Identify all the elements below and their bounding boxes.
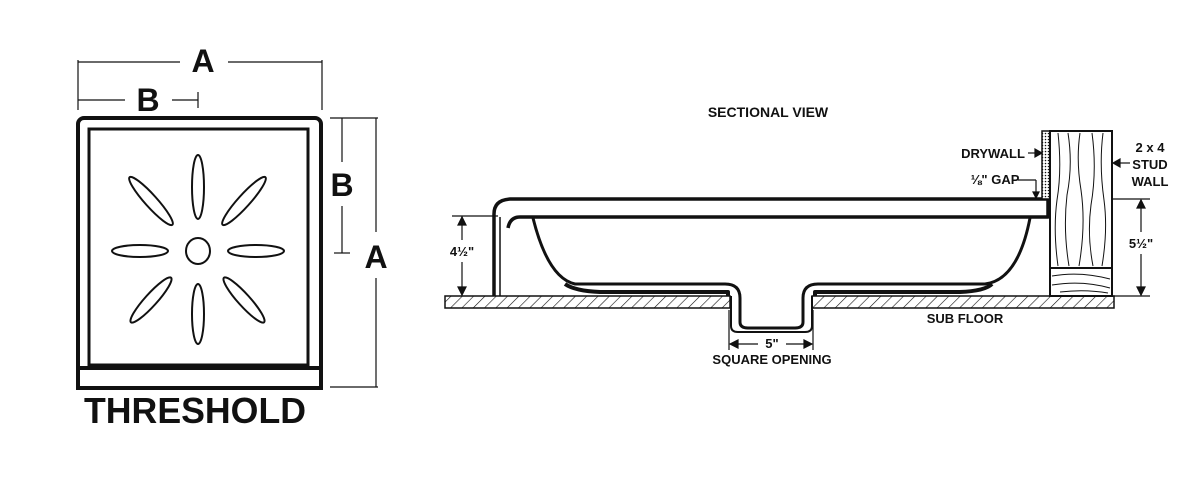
sub-floor-right bbox=[811, 295, 1115, 309]
drywall-label: DRYWALL bbox=[961, 146, 1025, 161]
square-opening-label: SQUARE OPENING bbox=[712, 352, 831, 367]
groove-n bbox=[191, 154, 205, 220]
section-title: SECTIONAL VIEW bbox=[708, 104, 829, 120]
opening-width-label: 5" bbox=[765, 336, 778, 351]
gap-label: ⅛" GAP bbox=[971, 172, 1020, 187]
threshold-label: THRESHOLD bbox=[84, 390, 306, 431]
dimension-height-right bbox=[1112, 198, 1150, 297]
sub-floor-left bbox=[444, 295, 731, 309]
groove-e bbox=[227, 244, 285, 258]
pan-inner bbox=[87, 127, 310, 367]
dim-label-a-right: A bbox=[364, 239, 387, 275]
sub-floor-label: SUB FLOOR bbox=[927, 311, 1004, 326]
threshold-band bbox=[76, 366, 323, 390]
drain-icon bbox=[185, 237, 211, 265]
height-right-label: 5½" bbox=[1129, 236, 1153, 251]
groove-nw bbox=[128, 175, 174, 227]
drywall-layer bbox=[1041, 130, 1051, 200]
groove-se bbox=[222, 276, 266, 324]
groove-sw bbox=[129, 276, 173, 324]
groove-ne bbox=[221, 175, 267, 227]
dimension-opening bbox=[728, 310, 814, 350]
groove-w bbox=[111, 244, 169, 258]
stud-wall bbox=[1049, 130, 1113, 297]
height-left-label: 4½" bbox=[450, 244, 474, 259]
dimension-height-left bbox=[452, 215, 498, 297]
dimension-a-right bbox=[330, 118, 378, 388]
dimension-b-right bbox=[330, 117, 378, 254]
dimension-a-top bbox=[77, 60, 323, 110]
dimension-b-top bbox=[78, 92, 199, 108]
dim-label-b-right: B bbox=[330, 167, 353, 203]
stud-wall-label-3: WALL bbox=[1132, 174, 1169, 189]
groove-s bbox=[191, 283, 205, 345]
dim-label-b-top: B bbox=[136, 82, 159, 118]
stud-wall-label-2: STUD bbox=[1132, 157, 1167, 172]
stud-wall-label-1: 2 x 4 bbox=[1136, 140, 1166, 155]
plan-view: A B bbox=[76, 43, 388, 431]
radial-grooves bbox=[111, 154, 285, 345]
dim-label-a-top: A bbox=[191, 43, 214, 79]
sectional-view: SECTIONAL VIEW SUB FLOOR bbox=[444, 104, 1169, 367]
